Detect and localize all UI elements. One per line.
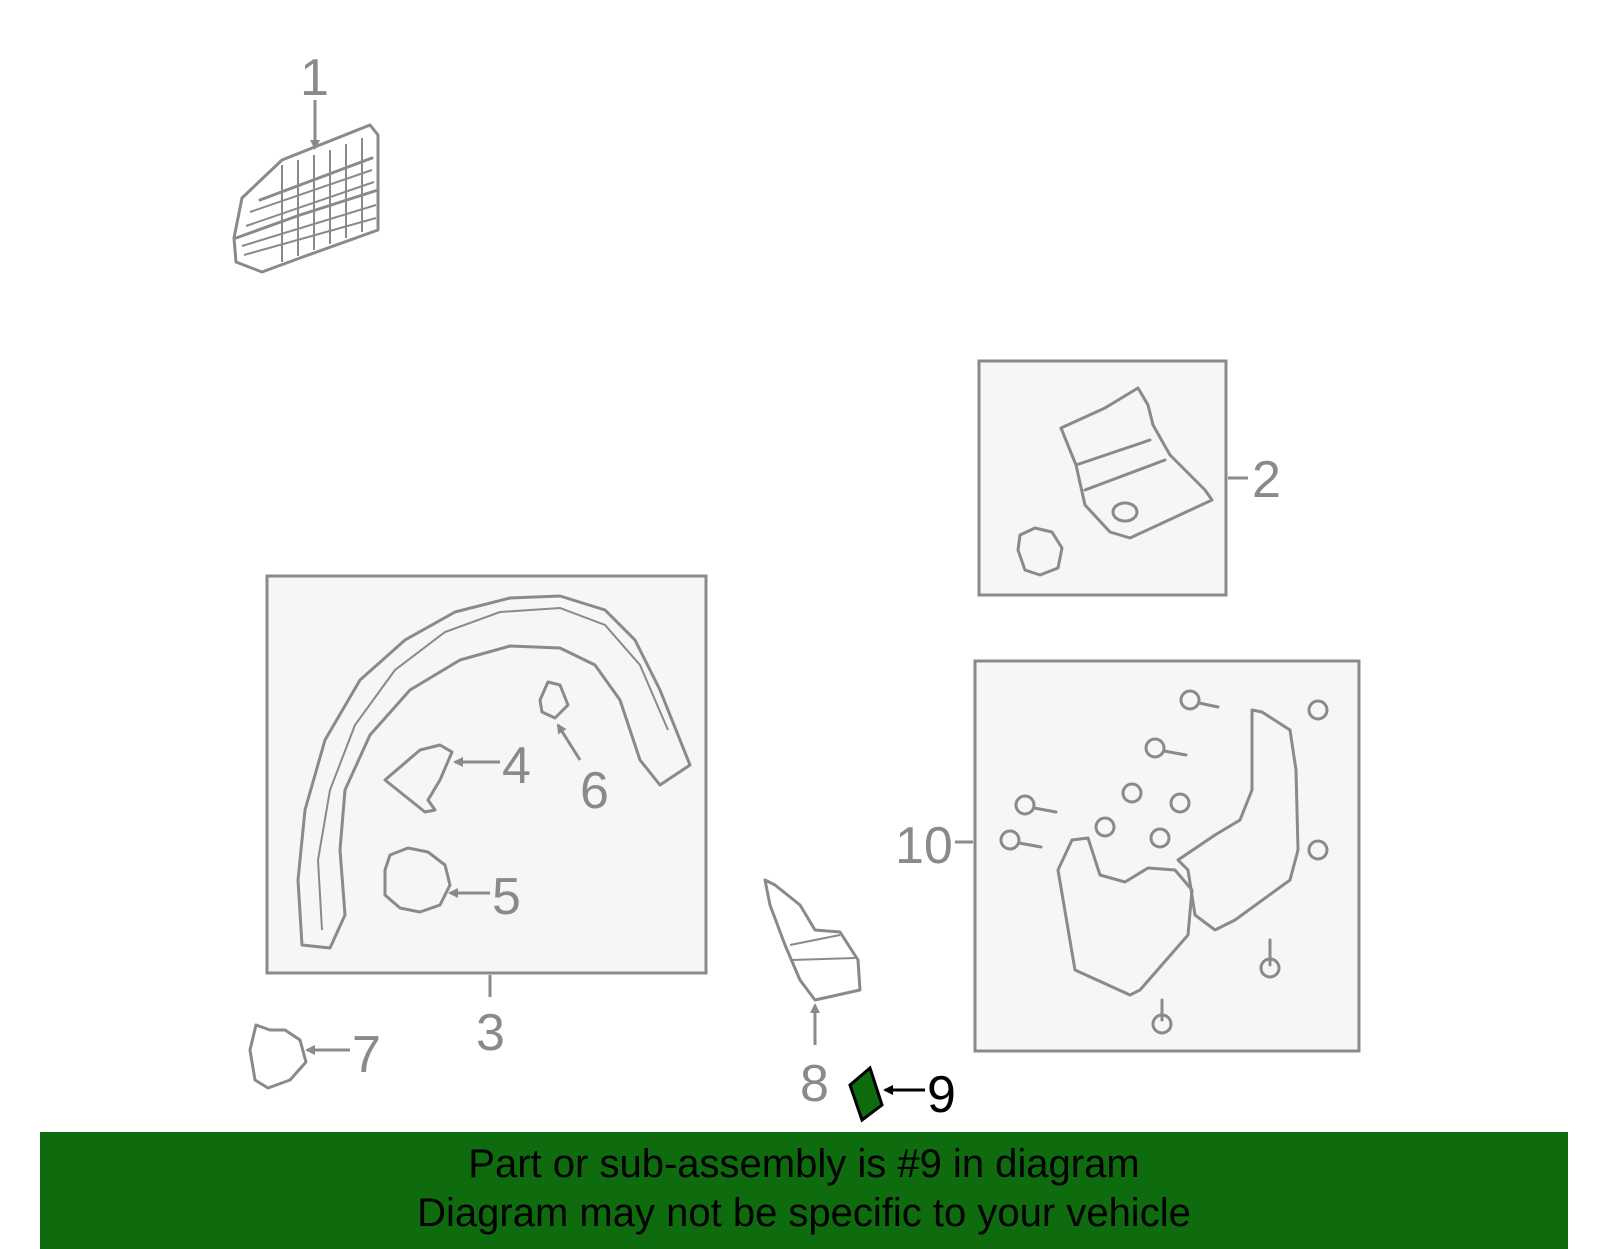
banner-line-1: Part or sub-assembly is #9 in diagram: [468, 1142, 1140, 1186]
callout-8[interactable]: 8: [800, 1055, 829, 1113]
callout-10[interactable]: 10: [895, 817, 953, 875]
part-10-box: [973, 659, 1361, 1053]
info-banner: Part or sub-assembly is #9 in diagram Di…: [40, 1132, 1568, 1249]
part-8-group: 8: [763, 878, 862, 1113]
part-3-box: [265, 574, 708, 975]
part-10-group: 10: [895, 659, 1361, 1053]
part-1-vent-grille: 1: [232, 49, 380, 274]
callout-9[interactable]: 9: [927, 1066, 956, 1124]
part-2-box: [977, 359, 1228, 597]
part-2-group: 2: [977, 359, 1281, 597]
callout-6[interactable]: 6: [580, 762, 609, 820]
part-9-group: 9: [848, 1065, 956, 1124]
callout-1[interactable]: 1: [300, 49, 329, 107]
part-3-group: 4 5 6 3: [265, 574, 708, 1062]
callout-7[interactable]: 7: [352, 1026, 381, 1084]
part-7-group: 7: [248, 1023, 381, 1090]
fastener-set: [999, 689, 1329, 1035]
callout-2[interactable]: 2: [1252, 451, 1281, 509]
callout-5[interactable]: 5: [492, 868, 521, 926]
banner-line-2: Diagram may not be specific to your vehi…: [417, 1191, 1191, 1235]
callout-3[interactable]: 3: [476, 1004, 505, 1062]
callout-4[interactable]: 4: [502, 737, 531, 795]
part-9-highlight[interactable]: [848, 1065, 884, 1123]
